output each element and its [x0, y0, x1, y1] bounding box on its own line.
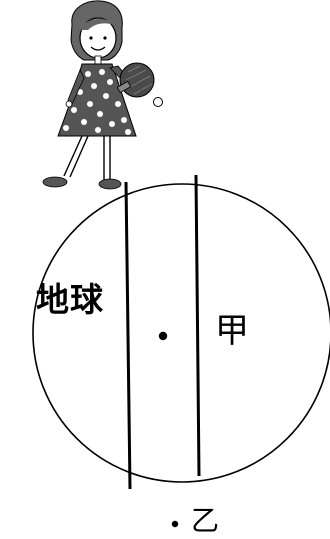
- earth-label: 地球: [36, 283, 104, 316]
- earth-circle: [33, 184, 330, 482]
- ping-pong-ball-icon: [154, 98, 163, 107]
- point-jia-label: 甲: [215, 314, 249, 348]
- earth-center-dot-icon: [159, 332, 167, 340]
- point-yi-dot-icon: [172, 521, 178, 527]
- tunnel-left-wall: [126, 182, 130, 489]
- point-yi-label: 乙: [191, 507, 219, 535]
- girl-with-ping-pong-paddle-icon: [43, 1, 154, 189]
- tunnel-right-wall: [196, 175, 199, 476]
